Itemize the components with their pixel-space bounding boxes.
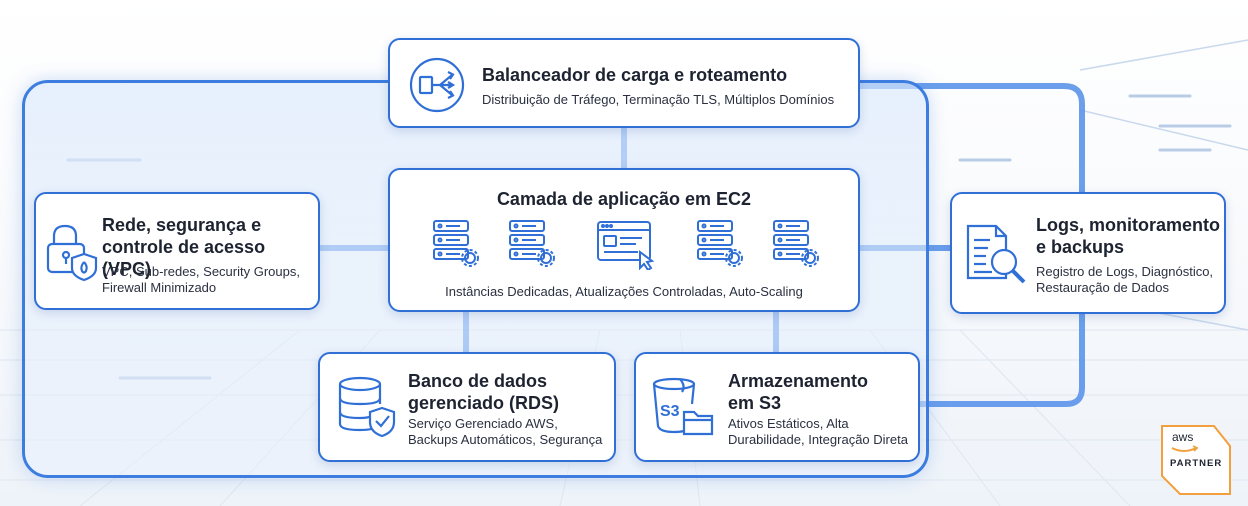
s3-card: S3 Armazenamento em S3 Ativos Estáticos,… [634, 352, 920, 462]
s3-description: Ativos Estáticos, Alta Durabilidade, Int… [728, 416, 908, 447]
load-balancer-icon [408, 56, 466, 114]
s3-title: Armazenamento em S3 [728, 371, 869, 413]
rds-card: Banco de dados gerenciado (RDS) Serviço … [318, 352, 616, 462]
logs-card: Logs, monitoramento e backups Registro d… [950, 192, 1226, 314]
server-gear-icon [430, 218, 482, 275]
document-magnifier-icon [962, 222, 1028, 288]
server-gear-icon [694, 218, 746, 275]
rds-title: Banco de dados gerenciado (RDS) [408, 371, 560, 413]
badge-frame [1161, 425, 1231, 495]
logs-description: Registro de Logs, Diagnóstico, Restauraç… [1036, 264, 1214, 295]
load-balancer-description: Distribuição de Tráfego, Terminação TLS,… [482, 92, 835, 107]
vpc-card: Rede, segurança e controle de acesso (VP… [34, 192, 320, 310]
rds-description: Serviço Gerenciado AWS, Backups Automáti… [408, 416, 603, 447]
server-gear-icon [770, 218, 822, 275]
server-gear-icon [506, 218, 558, 275]
load-balancer-title: Balanceador de carga e roteamento [482, 65, 788, 85]
database-shield-icon [336, 374, 396, 440]
ec2-card: Camada de aplicação em EC2 [388, 168, 860, 312]
s3-bucket-folder-icon: S3 [648, 376, 714, 438]
vpc-description: VPC, Sub-redes, Security Groups, Firewal… [102, 264, 300, 295]
ec2-description: Instâncias Dedicadas, Atualizações Contr… [445, 284, 803, 299]
vpc-title: Rede, segurança e controle de acesso (VP… [102, 215, 266, 279]
s3-icon-label: S3 [660, 403, 680, 420]
aws-partner-badge: aws PARTNER [1160, 424, 1232, 496]
lock-shield-icon [44, 222, 100, 282]
partner-label: PARTNER [1170, 458, 1223, 469]
logs-title: Logs, monitoramento e backups [1036, 215, 1220, 257]
browser-window-cursor-icon [594, 218, 658, 275]
load-balancer-card: Balanceador de carga e roteamento Distri… [388, 38, 860, 128]
ec2-title: Camada de aplicação em EC2 [496, 189, 752, 209]
aws-logo-text: aws [1172, 430, 1194, 444]
